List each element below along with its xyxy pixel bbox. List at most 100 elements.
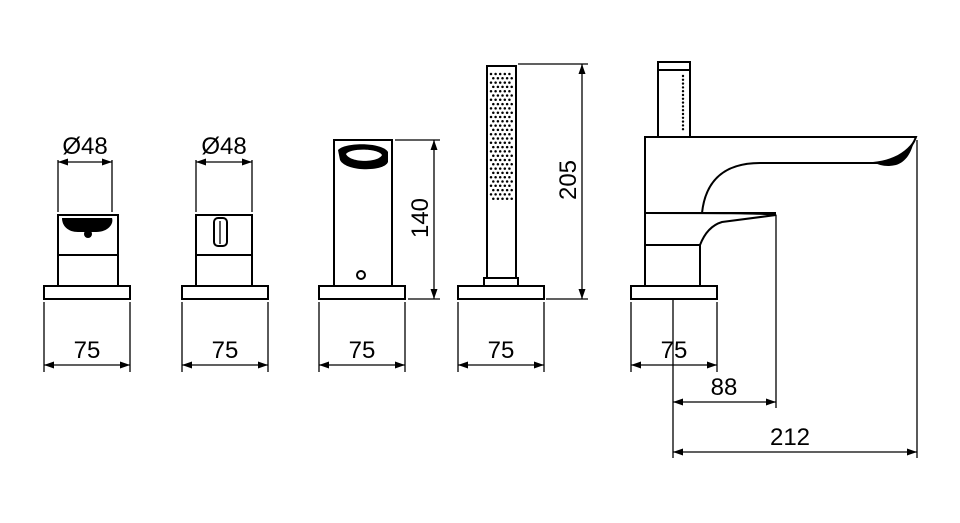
spray-hole — [496, 137, 500, 140]
spray-hole — [494, 150, 497, 153]
spray-hole — [508, 184, 511, 188]
spray-hole — [494, 184, 497, 188]
spray-hole — [503, 81, 507, 84]
left-handle-base — [43, 285, 131, 300]
spray-hole — [496, 94, 500, 97]
spray-hole — [681, 116, 685, 120]
spray-hole — [496, 120, 500, 123]
spray-hole — [496, 111, 500, 114]
left-handle-width-label: 75 — [74, 337, 101, 364]
spray-hole — [489, 81, 493, 84]
spray-hole — [505, 180, 509, 183]
spray-hole — [503, 184, 507, 188]
spray-hole — [510, 94, 513, 97]
spray-hole — [681, 105, 685, 108]
spray-hole — [503, 98, 507, 102]
spray-hole — [681, 97, 685, 101]
spray-hole — [503, 167, 507, 170]
spray-hole — [489, 98, 493, 102]
spray-hole — [510, 77, 513, 80]
spray-hole — [492, 77, 495, 80]
spray-hole — [494, 158, 497, 162]
spray-hole — [492, 137, 495, 140]
spray-hole — [489, 141, 493, 145]
spray-hole — [492, 111, 495, 114]
hand-shower-component: 205 75 — [457, 63, 588, 372]
spray-hole — [498, 72, 502, 76]
spout-width-label: 75 — [349, 337, 376, 364]
spray-hole — [496, 188, 500, 192]
spray-hole — [508, 175, 511, 179]
spray-hole — [498, 107, 502, 110]
diverter-body — [644, 136, 918, 214]
spray-hole — [498, 124, 502, 127]
spray-hole — [501, 145, 504, 149]
left-handle-diameter-label: Ø48 — [62, 133, 107, 160]
spray-hole — [492, 154, 495, 157]
spray-hole — [508, 150, 511, 153]
spray-hole — [508, 141, 511, 145]
spray-hole — [505, 163, 509, 166]
spray-hole — [498, 175, 502, 179]
spray-hole — [508, 81, 511, 84]
spray-hole — [501, 85, 504, 89]
spray-hole — [489, 132, 493, 136]
left-handle-lever — [57, 214, 119, 256]
spray-hole — [508, 124, 511, 127]
spray-hole — [492, 128, 495, 132]
spray-hole — [492, 145, 495, 149]
spray-hole — [510, 111, 513, 114]
spray-hole — [498, 132, 502, 136]
spray-hole — [503, 132, 507, 136]
spray-hole — [505, 188, 509, 192]
spray-hole — [494, 98, 497, 102]
spray-hole — [501, 163, 504, 166]
spray-hole — [498, 89, 502, 93]
spray-hole — [510, 137, 513, 140]
left-handle-component: Ø48 75 — [43, 133, 131, 372]
spray-hole — [681, 109, 685, 112]
spray-hole — [503, 158, 507, 162]
spray-hole — [503, 150, 507, 153]
spray-hole — [494, 89, 497, 93]
spray-hole — [501, 171, 504, 175]
spray-hole — [489, 175, 493, 179]
spray-hole — [510, 154, 513, 157]
spray-hole — [494, 167, 497, 170]
spray-hole — [510, 120, 513, 123]
spray-hole — [503, 175, 507, 179]
spray-hole — [505, 120, 509, 123]
spray-hole — [508, 107, 511, 110]
spray-hole — [492, 120, 495, 123]
spray-hole — [501, 128, 504, 132]
spray-hole — [510, 171, 513, 175]
spray-hole — [501, 111, 504, 114]
spray-hole — [496, 77, 500, 80]
spray-hole — [496, 180, 500, 183]
spray-hole — [681, 101, 685, 104]
spray-hole — [498, 81, 502, 84]
spray-hole — [492, 180, 495, 183]
spray-hole — [681, 124, 685, 127]
spout-height-label: 140 — [407, 198, 434, 238]
spray-hole — [505, 137, 509, 140]
spout-base — [318, 285, 406, 300]
spray-hole — [494, 141, 497, 145]
hand-shower-base — [457, 285, 545, 300]
spray-hole — [489, 107, 493, 110]
spray-hole — [681, 86, 685, 89]
spray-hole — [510, 102, 513, 106]
spray-hole — [492, 171, 495, 175]
spray-hole — [503, 107, 507, 110]
spray-hole — [494, 81, 497, 84]
right-handle-diameter-label: Ø48 — [201, 133, 246, 160]
spout-body — [333, 139, 393, 286]
spray-hole — [494, 107, 497, 110]
spray-hole — [505, 171, 509, 175]
spray-hole — [503, 89, 507, 93]
spray-hole — [496, 85, 500, 89]
spray-hole — [489, 150, 493, 153]
spray-hole — [505, 111, 509, 114]
spray-hole — [510, 163, 513, 166]
spray-hole — [498, 158, 502, 162]
